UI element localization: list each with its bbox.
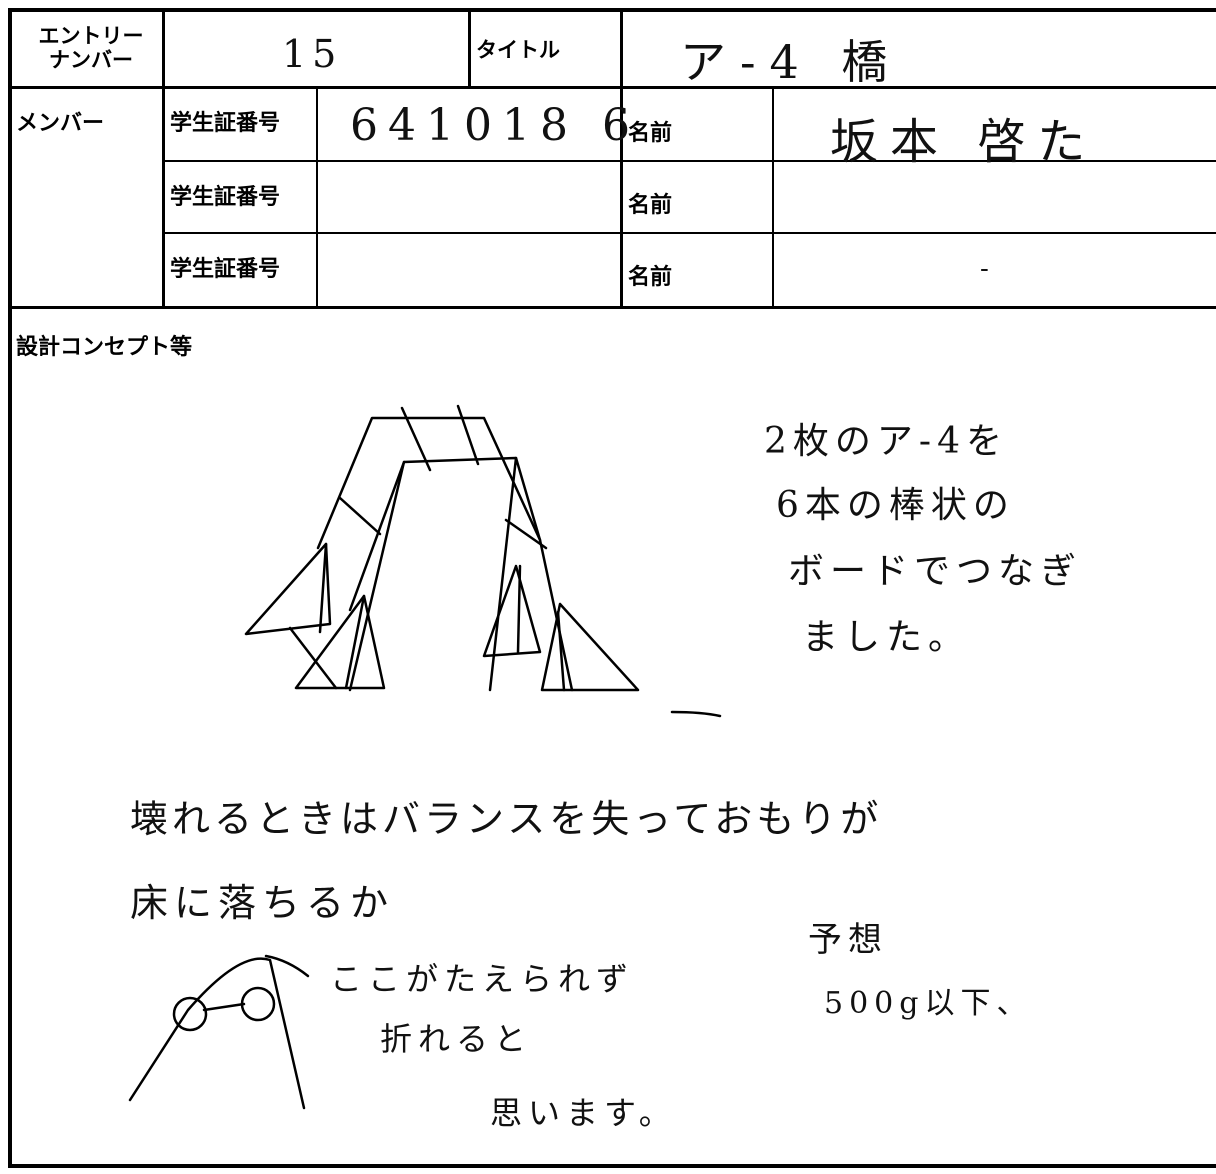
name-label-3: 名前 [628,265,673,290]
title-label: タイトル [476,38,560,62]
concept-label: 設計コンセプト等 [16,335,193,360]
concept-note-line-1: 2枚のア-4を [764,421,1008,462]
entry-number-value: 15 [282,32,343,76]
entry-label-line1: エントリー [38,24,144,48]
member-row-divider-1 [162,160,1216,162]
joint-note-line-3: 思います。 [490,1094,677,1132]
joint-sketch [128,954,310,1110]
label-column-divider [162,12,165,308]
header-divider [12,86,1216,89]
members-label: メンバー [16,111,105,136]
student-id-label-3: 学生証番号 [170,257,281,282]
name-label-divider [620,12,623,308]
concept-note-line-2: 6本の棒状の [776,485,1015,526]
name-value-1: 坂本 啓た [830,114,1098,170]
entry-label-line2: ナンバー [49,48,133,72]
concept-note-line-3: ボードでつなぎ [788,551,1083,592]
student-id-value-1: 641018 6 [350,100,640,151]
entry-number-label: エントリー ナンバー [28,24,154,72]
name-value-3: - [980,254,995,284]
name-value-divider [772,88,774,308]
joint-note-line-1: ここがたえられず [330,960,635,998]
concept-note-line-4: ました。 [802,617,971,658]
id-label-divider [316,88,318,308]
student-id-label-2: 学生証番号 [170,185,281,210]
name-label-1: 名前 [628,121,673,146]
failure-line-1: 壊れるときはバランスを失っておもりが [130,797,883,841]
joint-note-line-2: 折れると [380,1020,533,1058]
title-value: ア-4 橋 [680,35,902,89]
bridge-drawing [244,404,722,718]
name-label-2: 名前 [628,193,673,218]
entry-sheet: エントリー ナンバー 15 タイトル ア-4 橋 メンバー 学生証番号 6410… [8,8,1216,1168]
members-divider [12,306,1216,309]
student-id-label-1: 学生証番号 [170,111,281,136]
title-label-divider-left [468,12,471,88]
member-row-divider-2 [162,232,1216,234]
prediction-line-2: 500g以下、 [824,986,1033,1021]
failure-line-2: 床に落ちるか [130,881,395,925]
prediction-line-1: 予想 [808,920,888,960]
